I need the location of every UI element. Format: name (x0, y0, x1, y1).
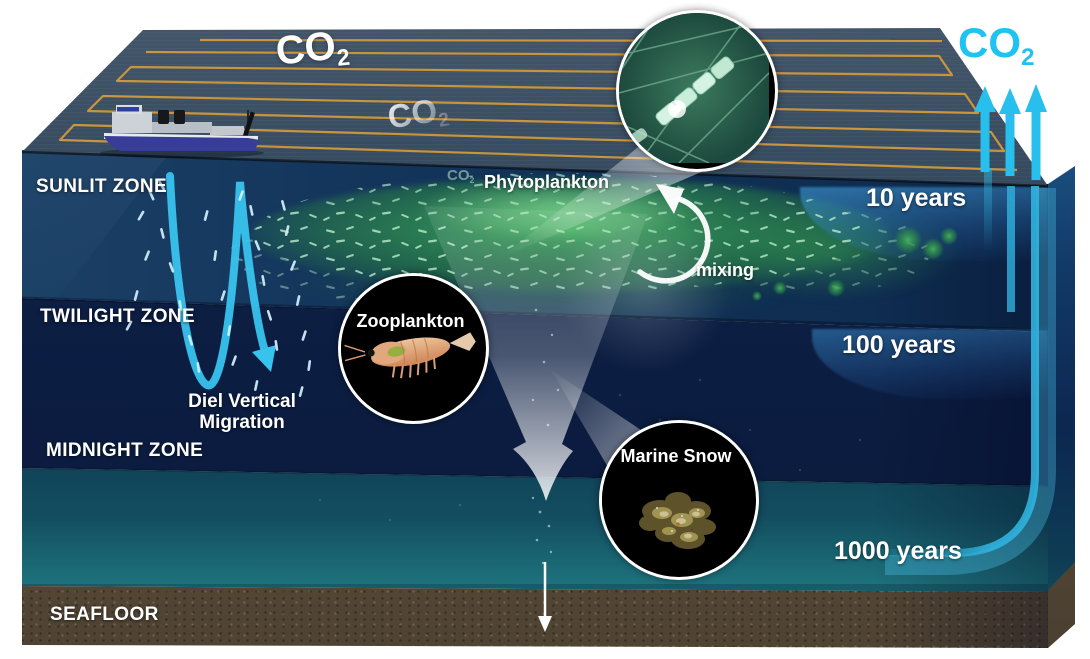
twilight-zone-label: TWILIGHT ZONE (40, 306, 196, 327)
timescale-1000-years: 1000 years (834, 537, 962, 565)
co2-uptake-small-label: CO2 (447, 168, 474, 184)
co2-sub: 2 (335, 43, 352, 71)
diel-vertical-migration-arrow (166, 172, 276, 390)
co2-sub: 2 (469, 174, 475, 185)
co2-sub: 2 (1021, 43, 1035, 71)
dvm-line2: Migration (199, 412, 285, 433)
sequestration-return-paths (876, 168, 1056, 575)
timescale-10-years: 10 years (866, 184, 967, 212)
sunlit-zone-label: SUNLIT ZONE (36, 176, 168, 197)
co2-surface-label-faded: CO2 (385, 92, 450, 139)
phytoplankton-label: Phytoplankton (484, 172, 609, 192)
dvm-line1: Diel Vertical (188, 391, 296, 412)
co2-base: CO (447, 167, 470, 184)
phytoplankton-photo-circle (616, 10, 778, 172)
co2-surface-label: CO2 (274, 24, 351, 76)
seafloor-burial-arrow (538, 562, 552, 632)
research-vessel (98, 100, 278, 164)
zooplankton-label: Zooplankton (356, 311, 465, 331)
zooplankton-photo-circle (338, 273, 489, 424)
sinking-particles (531, 308, 560, 565)
seafloor-label: SEAFLOOR (50, 604, 159, 625)
co2-base: CO (273, 23, 338, 74)
midnight-zone-label: MIDNIGHT ZONE (46, 440, 204, 461)
mixing-label: mixing (696, 260, 755, 280)
diel-vertical-migration-label: Diel Vertical Migration (152, 391, 332, 433)
marine-snow-photo-circle (599, 420, 759, 580)
phytoplankton-micrograph (619, 13, 769, 163)
co2-outgassing-label: CO2 (958, 22, 1035, 70)
timescale-100-years: 100 years (842, 331, 957, 359)
migrating-organisms (125, 180, 312, 397)
marine-snow-photo (602, 423, 750, 571)
ship-graphic (100, 105, 264, 158)
co2-base: CO (958, 19, 1021, 66)
co2-outgassing-arrows (974, 84, 1047, 180)
mixing-arrow (637, 184, 711, 284)
carbon-sinking-arrow (424, 206, 648, 501)
sinking-bloom-blobs (752, 226, 958, 301)
co2-base: CO (385, 91, 440, 136)
marine-snow-label: Marine Snow (620, 446, 732, 466)
krill-photo (341, 276, 480, 415)
